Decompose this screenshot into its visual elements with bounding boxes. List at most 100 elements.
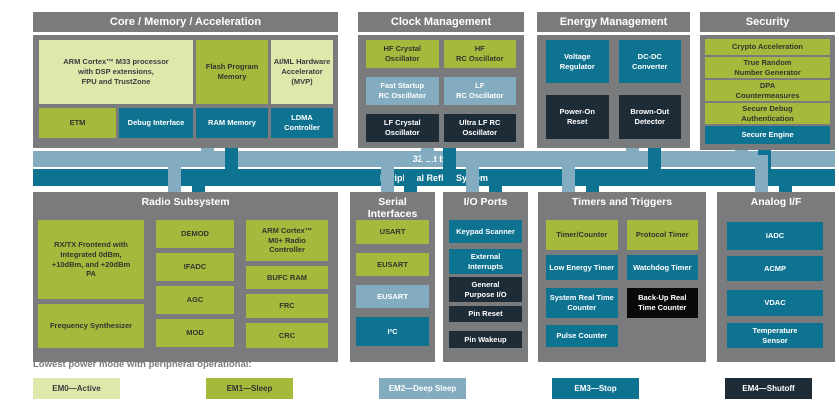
block-eusart-2: EUSART — [356, 285, 429, 308]
bus-connector — [381, 155, 394, 192]
block-crypto-acceleration: Crypto Acceleration — [705, 39, 830, 55]
bus-connector — [443, 147, 456, 186]
bus-connector — [626, 147, 639, 161]
block-lf-crystal-oscillator: LF Crystal Oscillator — [366, 114, 439, 142]
block-dpa-countermeasures: DPA Countermeasures — [705, 80, 830, 101]
block-voltage-regulator: Voltage Regulator — [546, 40, 609, 83]
group-title-timers: Timers and Triggers — [571, 196, 673, 208]
block-brown-out-detector: Brown-Out Detector — [618, 95, 681, 139]
block-pin-reset: Pin Reset — [449, 306, 522, 322]
bus-32bit: 32-bit bus — [33, 151, 835, 167]
block-mod: MOD — [156, 319, 234, 347]
legend-chip-em4: EM4—Shutoff — [725, 378, 812, 399]
group-body-analog: IADC ACMP VDAC Temperature Sensor — [717, 219, 835, 348]
block-timer-counter: Timer/Counter — [546, 220, 618, 250]
block-bufc-ram: BUFC RAM — [246, 266, 328, 289]
block-lf-rc-oscillator: LF RC Oscillator — [443, 77, 516, 105]
block-demod: DEMOD — [156, 220, 234, 248]
block-arm-cortex-m33: ARM Cortex™ M33 processor with DSP exten… — [39, 40, 193, 104]
block-rxtx-frontend: RX/TX Frontend with Integrated 0dBm, +10… — [38, 220, 144, 299]
group-body-clock: HF Crystal Oscillator HF RC Oscillator F… — [358, 35, 524, 147]
group-title-clock: Clock Management — [358, 12, 524, 35]
group-body-serial: USART EUSART EUSART I²C — [350, 219, 435, 346]
block-power-on-reset: Power-On Reset — [546, 95, 609, 139]
group-body-timers: Timer/Counter Low Energy Timer System Re… — [538, 219, 706, 347]
block-true-random-number-generator: True Random Number Generator — [705, 57, 830, 78]
group-title-security: Security — [700, 12, 835, 35]
group-body-radio: RX/TX Frontend with Integrated 0dBm, +10… — [33, 219, 338, 348]
group-body-energy: Voltage Regulator DC-DC Converter Power-… — [537, 35, 690, 144]
group-security: Security Crypto Acceleration True Random… — [700, 12, 835, 150]
legend-chip-em3: EM3—Stop — [552, 378, 639, 399]
bus-connector — [404, 169, 417, 192]
bus-connector — [779, 169, 792, 192]
block-general-purpose-io: General Purpose I/O — [449, 277, 522, 302]
bus-connector — [168, 155, 181, 192]
block-fast-startup-rc-oscillator: Fast Startup RC Oscillator — [366, 77, 439, 105]
bus-prs-label: Peripheral Reflex System — [379, 172, 489, 183]
block-hf-crystal-oscillator: HF Crystal Oscillator — [366, 40, 439, 68]
block-acmp: ACMP — [727, 256, 823, 281]
group-title-io-ports: I/O Ports — [463, 196, 508, 208]
block-pulse-counter: Pulse Counter — [546, 325, 618, 347]
block-i2c: I²C — [356, 317, 429, 346]
block-ultra-lf-rc-oscillator: Ultra LF RC Oscillator — [443, 114, 516, 142]
block-agc: AGC — [156, 286, 234, 314]
group-title-serial: Serial Interfaces — [367, 196, 418, 220]
block-protocol-timer: Protocol Timer — [626, 220, 698, 250]
legend-chip-em1: EM1—Sleep — [206, 378, 293, 399]
bus-connector — [225, 147, 238, 186]
group-clock-management: Clock Management HF Crystal Oscillator H… — [358, 12, 524, 148]
bus-connector — [201, 147, 214, 161]
block-secure-debug-authentication: Secure Debug Authentication — [705, 103, 830, 124]
block-pin-wakeup: Pin Wakeup — [449, 331, 522, 348]
block-debug-interface: Debug Interface — [119, 108, 193, 138]
group-timers-and-triggers: Timers and Triggers Timer/Counter Low En… — [538, 192, 706, 362]
block-eusart-1: EUSART — [356, 253, 429, 276]
group-energy-management: Energy Management Voltage Regulator DC-D… — [537, 12, 690, 148]
block-dc-dc-converter: DC-DC Converter — [618, 40, 681, 83]
bus-connector — [586, 169, 599, 192]
block-crc: CRC — [246, 323, 328, 348]
block-temperature-sensor: Temperature Sensor — [727, 323, 823, 348]
block-usart: USART — [356, 220, 429, 244]
group-analog-if: Analog I/F IADC ACMP VDAC Temperature Se… — [717, 192, 835, 362]
block-frequency-synthesizer: Frequency Synthesizer — [38, 304, 144, 348]
block-etm: ETM — [39, 108, 116, 138]
group-body-io-ports: Keypad Scanner External Interrupts Gener… — [443, 219, 528, 348]
bus-connector — [648, 147, 661, 186]
block-ifadc: IFADC — [156, 253, 234, 281]
block-iadc: IADC — [727, 222, 823, 250]
block-external-interrupts: External Interrupts — [449, 249, 522, 274]
bus-connector — [562, 155, 575, 192]
group-title-radio: Radio Subsystem — [141, 196, 230, 208]
block-flash-program-memory: Flash Program Memory — [196, 40, 268, 104]
group-core-memory-acceleration: Core / Memory / Acceleration ARM Cortex™… — [33, 12, 338, 148]
legend-chip-em0: EM0—Active — [33, 378, 120, 399]
bus-connector — [421, 147, 434, 161]
group-body-security: Crypto Acceleration True Random Number G… — [700, 35, 835, 148]
group-title-core: Core / Memory / Acceleration — [33, 12, 338, 35]
group-io-ports: I/O Ports Keypad Scanner External Interr… — [443, 192, 528, 362]
block-ldma-controller: LDMA Controller — [271, 108, 333, 138]
group-serial-interfaces: Serial Interfaces USART EUSART EUSART I²… — [350, 192, 435, 362]
block-frc: FRC — [246, 294, 328, 318]
block-hf-rc-oscillator: HF RC Oscillator — [443, 40, 516, 68]
block-watchdog-timer: Watchdog Timer — [626, 255, 698, 280]
block-aiml-hardware-accelerator: AI/ML Hardware Accelerator (MVP) — [271, 40, 333, 104]
block-backup-real-time-counter: Back-Up Real Time Counter — [626, 288, 698, 318]
bus-connector — [192, 169, 205, 192]
legend-title: Lowest power mode with peripheral operat… — [33, 359, 252, 370]
block-ram-memory: RAM Memory — [196, 108, 268, 138]
block-low-energy-timer: Low Energy Timer — [546, 255, 618, 280]
block-secure-engine: Secure Engine — [705, 126, 830, 144]
bus-connector — [735, 149, 748, 161]
bus-connector — [466, 155, 479, 192]
block-arm-cortex-m0-radio-controller: ARM Cortex™ M0+ Radio Controller — [246, 220, 328, 261]
block-vdac: VDAC — [727, 290, 823, 316]
block-system-real-time-counter: System Real Time Counter — [546, 288, 618, 318]
group-title-energy: Energy Management — [537, 12, 690, 35]
group-body-core: ARM Cortex™ M33 processor with DSP exten… — [33, 35, 338, 143]
bus-connector — [755, 155, 768, 192]
